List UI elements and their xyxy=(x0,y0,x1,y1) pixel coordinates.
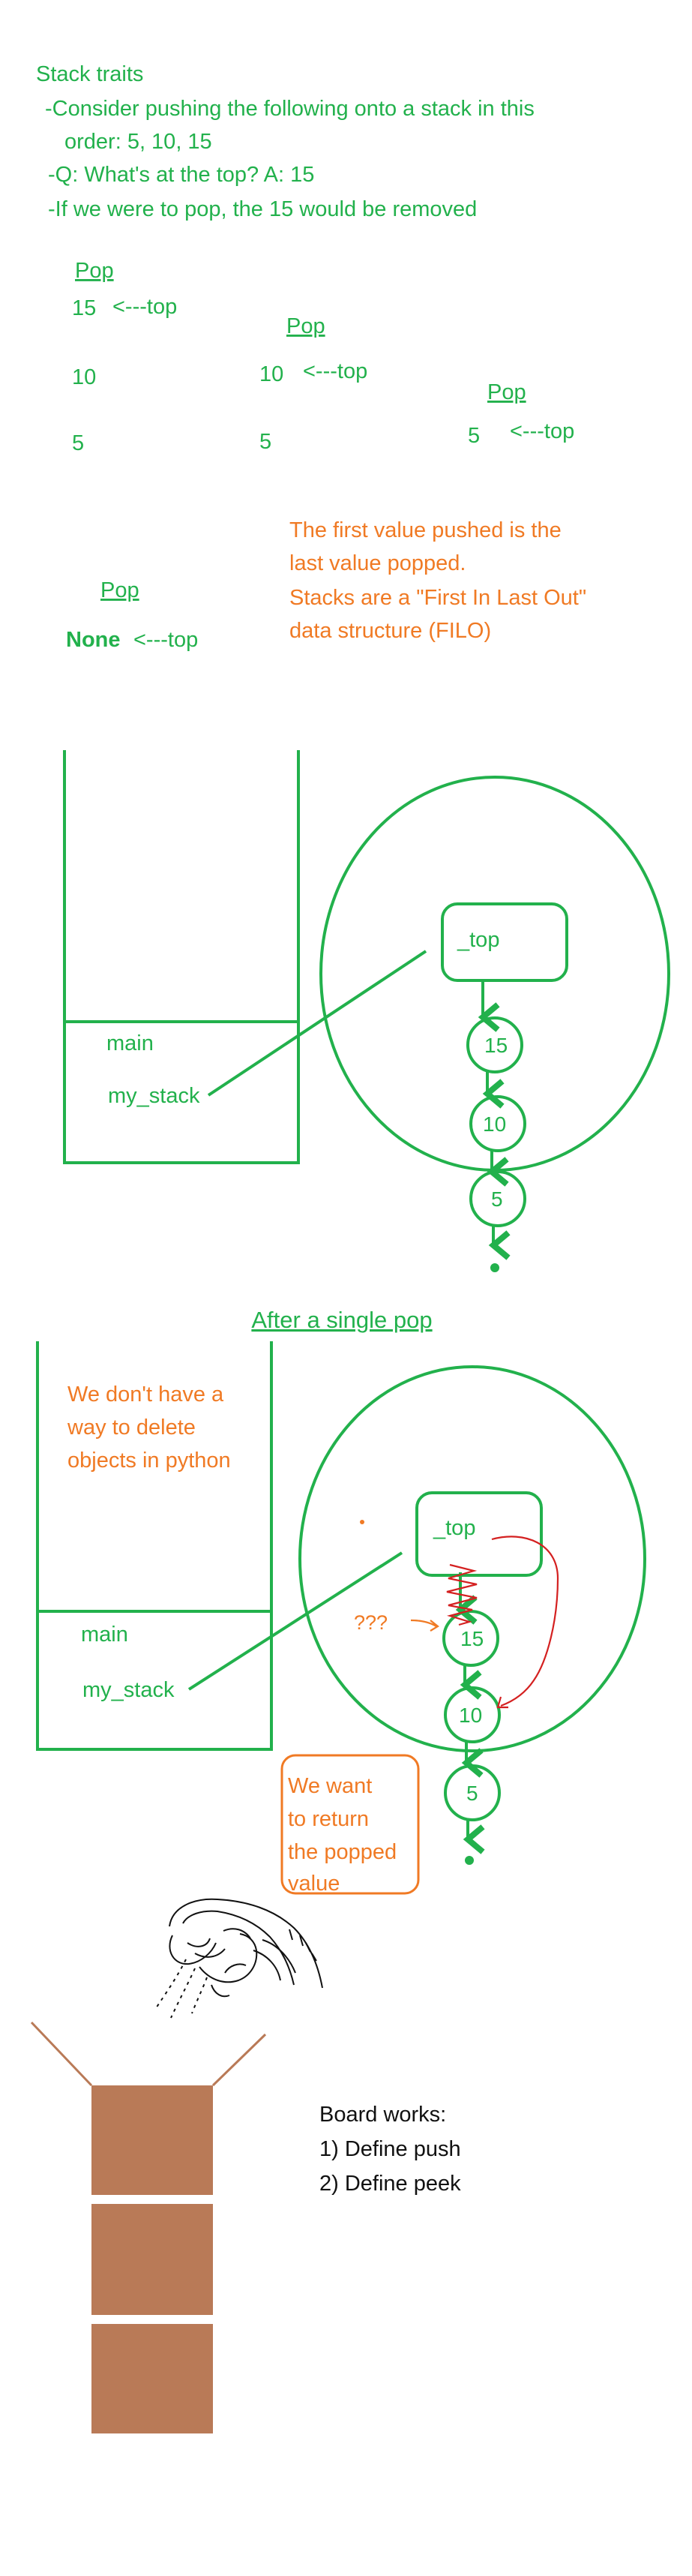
node-value: 5 xyxy=(466,1782,478,1805)
pop-demo: Pop 15 <---top 10 5 Pop 10 <---top 5 Pop… xyxy=(66,259,574,652)
node-value: 10 xyxy=(483,1112,506,1136)
new-top-pointer-head xyxy=(496,1696,508,1709)
notes-line: -Q: What's at the top? A: 15 xyxy=(48,163,314,187)
explanation-line: last value popped. xyxy=(289,551,466,575)
node-5 xyxy=(469,1170,526,1227)
new-top-pointer xyxy=(491,1536,559,1707)
memory-diagram-after-labels: We don't have a way to delete objects in… xyxy=(67,1383,484,1896)
node-value: 15 xyxy=(484,1034,508,1057)
stack-traits-notes: Stack traits -Consider pushing the follo… xyxy=(36,62,535,221)
explanation-line: Stacks are a "First In Last Out" xyxy=(289,586,586,610)
node-15-orphaned xyxy=(442,1610,499,1667)
heap-ellipse xyxy=(298,1365,646,1752)
creature-doodle xyxy=(154,1898,323,2019)
frame-label-main: main xyxy=(106,1031,154,1055)
board-item: 1) Define push xyxy=(319,2137,461,2161)
memory-diagram-before-labels: main my_stack _top 15 10 5 xyxy=(106,928,508,1211)
tail-dot xyxy=(490,1263,499,1272)
stack-value: 5 xyxy=(259,430,271,454)
box-stack-drawing xyxy=(30,2021,267,2433)
pop-label: Pop xyxy=(286,314,325,338)
stack-value: 5 xyxy=(468,424,480,448)
notes-line: -If we were to pop, the 15 would be remo… xyxy=(48,197,477,221)
top-marker: <---top xyxy=(112,295,177,319)
box-flap-left xyxy=(30,2021,93,2087)
top-box xyxy=(415,1491,543,1577)
pop-label: Pop xyxy=(75,259,114,283)
return-note-line: value xyxy=(288,1872,340,1896)
node-10 xyxy=(469,1095,526,1152)
question-marks: ??? xyxy=(354,1611,388,1634)
return-note-box xyxy=(280,1754,420,1895)
return-note-line: the popped xyxy=(288,1840,397,1864)
python-delete-note-line: We don't have a xyxy=(67,1383,224,1407)
tail-dot xyxy=(465,1856,474,1865)
board-works: Board works: 1) Define push 2) Define pe… xyxy=(319,2103,461,2196)
board-item: 2) Define peek xyxy=(319,2172,461,2196)
node-5 xyxy=(444,1764,501,1821)
node-15 xyxy=(466,1016,523,1073)
stack-value: 10 xyxy=(72,365,96,389)
box-flap-right xyxy=(211,2033,267,2087)
node-value: 5 xyxy=(491,1187,503,1211)
stack-frame-outline xyxy=(63,750,300,1164)
pointer-arrow xyxy=(187,1551,403,1691)
red-annotations xyxy=(446,1536,559,1709)
board-title: Board works: xyxy=(319,2103,446,2127)
stacked-box-3 xyxy=(91,2324,213,2433)
after-pop-heading: After a single pop xyxy=(251,1307,432,1333)
stacked-box-2 xyxy=(91,2204,213,2315)
none-value: None xyxy=(66,628,121,652)
explanation-line: data structure (FILO) xyxy=(289,619,491,643)
stack-value: 15 xyxy=(72,296,96,320)
question-arrow xyxy=(410,1619,439,1632)
return-note-line: We want xyxy=(288,1774,372,1798)
frame-label-my-stack: my_stack xyxy=(82,1678,175,1702)
node-10 xyxy=(444,1686,501,1743)
frame-label-main: main xyxy=(81,1623,128,1647)
notes-heading: Stack traits xyxy=(36,62,143,86)
node-value: 10 xyxy=(459,1704,482,1727)
node-value: 15 xyxy=(460,1627,484,1650)
explanation-line: The first value pushed is the xyxy=(289,518,562,542)
pop-label: Pop xyxy=(487,380,526,404)
python-delete-note-line: way to delete xyxy=(67,1416,196,1440)
top-marker: <---top xyxy=(510,419,574,443)
memory-diagram-before xyxy=(63,750,670,1272)
stray-dot xyxy=(360,1520,364,1524)
top-marker: <---top xyxy=(133,628,198,652)
crossed-out-link xyxy=(446,1563,478,1626)
top-box xyxy=(441,902,568,982)
orange-annotations xyxy=(280,1520,439,1895)
notes-line: -Consider pushing the following onto a s… xyxy=(45,97,535,121)
notes-line: order: 5, 10, 15 xyxy=(64,130,212,154)
python-delete-note-line: objects in python xyxy=(67,1449,231,1473)
heap-ellipse xyxy=(319,776,670,1172)
memory-diagram-after xyxy=(36,1341,646,1865)
stack-value: 10 xyxy=(259,362,283,386)
return-note-line: to return xyxy=(288,1807,369,1831)
top-label: _top xyxy=(433,1516,475,1540)
stacked-box-1 xyxy=(91,2085,213,2195)
stack-value: 5 xyxy=(72,431,84,455)
filo-explanation: The first value pushed is the last value… xyxy=(289,518,586,643)
pointer-arrow xyxy=(207,950,427,1097)
top-label: _top xyxy=(457,928,499,952)
stack-frame-outline xyxy=(36,1341,273,1751)
pop-label: Pop xyxy=(100,578,139,602)
frame-label-my-stack: my_stack xyxy=(108,1084,200,1108)
top-marker: <---top xyxy=(303,359,367,383)
